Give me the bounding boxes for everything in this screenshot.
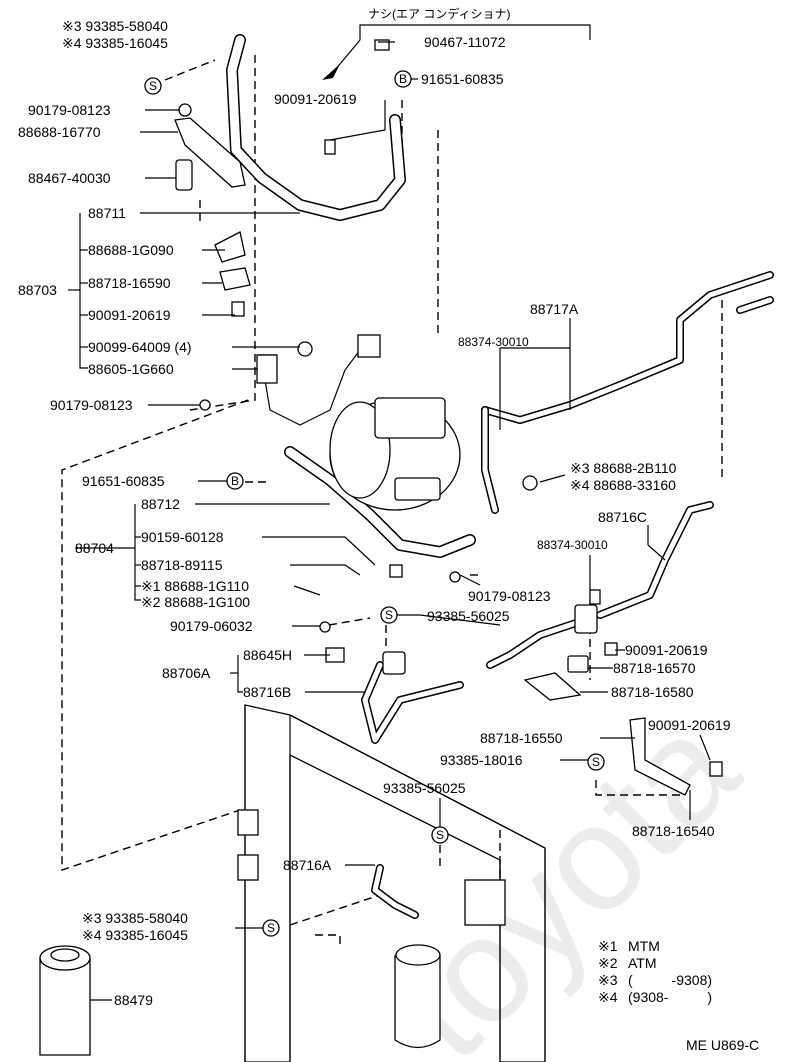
label-88374-30010-b: 88374-30010 (537, 538, 608, 552)
connector-88605-1G660[interactable] (256, 354, 278, 384)
pipe-88717A[interactable] (481, 271, 774, 514)
part-labels: ※3 93385-58040 ※4 93385-16045 90467-1107… (18, 18, 731, 1008)
pipe-88716B[interactable] (361, 661, 464, 744)
label-88688-2B110: ※3 88688-2B110 (570, 460, 677, 476)
label-90467-11072: 90467-11072 (424, 34, 506, 50)
diagram-code: ME U869-C (686, 1037, 759, 1053)
compressor[interactable] (329, 397, 461, 511)
pressure-switch-88645H[interactable] (325, 647, 406, 675)
label-88712: 88712 (141, 496, 180, 512)
label-93385-16045-bot: ※4 93385-16045 (82, 927, 188, 943)
condenser[interactable] (237, 704, 546, 1062)
label-93385-56025-b: 93385-56025 (383, 780, 466, 796)
discharge-hose-88712[interactable] (284, 446, 476, 558)
legend-text-1: MTM (628, 938, 660, 954)
legend-mark-3: ※3 (598, 972, 618, 988)
label-88718-89115: 88718-89115 (141, 557, 223, 573)
bracket-88688-1G090[interactable] (214, 231, 246, 263)
label-91651-60835-mid: 91651-60835 (82, 473, 165, 489)
label-90179-06032: 90179-06032 (170, 618, 253, 634)
legend-mark-1: ※1 (598, 938, 618, 954)
label-88688-33160: ※4 88688-33160 (570, 477, 676, 493)
label-88703: 88703 (18, 282, 57, 298)
clamp-88718-16590[interactable] (219, 267, 251, 291)
suction-hose-88711[interactable] (226, 34, 406, 221)
liquid-line-right[interactable] (736, 296, 774, 314)
legend: ※1 MTM ※2 ATM ※3 ( -9308) ※4 (9308- ) (598, 938, 712, 1005)
label-88718-16540: 88718-16540 (632, 823, 715, 839)
bracket-88718-16550[interactable] (629, 717, 691, 796)
header-note-text: ナシ(エア コンディショナ) (368, 6, 511, 21)
label-90179-08123-c: 90179-08123 (468, 588, 551, 604)
label-90091-20619-a: 90091-20619 (274, 91, 357, 107)
pipe-88716A[interactable] (371, 864, 419, 919)
header-note: ナシ(エア コンディショナ) (322, 6, 591, 80)
cushion-88467-40030[interactable] (175, 159, 193, 191)
b-badges: B B (226, 70, 412, 490)
label-90091-20619-c: 90091-20619 (625, 642, 708, 658)
label-88688-1G110: ※1 88688-1G110 (141, 578, 249, 594)
legend-text-4: (9308- ) (628, 989, 712, 1005)
legend-mark-2: ※2 (598, 955, 618, 971)
s-badge-bottom: S (267, 921, 275, 935)
label-90179-08123-b: 90179-08123 (50, 397, 133, 413)
label-90091-20619-b: 90091-20619 (88, 307, 171, 323)
label-88718-16550: 88718-16550 (480, 730, 563, 746)
label-90091-20619-d: 90091-20619 (648, 717, 731, 733)
label-88605-1G660: 88605-1G660 (88, 361, 174, 377)
label-88467-40030: 88467-40030 (28, 170, 111, 186)
s-badge-56025b: S (436, 828, 444, 842)
s-badges: S S S S S (144, 77, 605, 937)
b-badge-top: B (399, 72, 407, 86)
label-88645H: 88645H (243, 647, 292, 663)
s-badge-top: S (149, 79, 157, 93)
label-90159-60128: 90159-60128 (141, 529, 224, 545)
label-88716C: 88716C (598, 509, 647, 525)
label-88717A: 88717A (530, 301, 579, 317)
label-88718-16580: 88718-16580 (611, 684, 694, 700)
bracket-88688-16770[interactable] (174, 117, 246, 188)
clamp-88718-16580[interactable] (523, 672, 582, 701)
label-93385-16045-top: ※4 93385-16045 (62, 35, 168, 51)
legend-text-2: ATM (628, 955, 657, 971)
label-88711: 88711 (88, 205, 126, 221)
label-91651-60835-top: 91651-60835 (421, 71, 504, 87)
label-88479: 88479 (114, 992, 153, 1008)
label-88716A: 88716A (283, 857, 332, 873)
label-90179-08123-a: 90179-08123 (28, 102, 111, 118)
leader-lines (68, 41, 711, 1001)
label-88704: 88704 (75, 540, 114, 556)
expansion-valve-88716C-joint[interactable] (574, 604, 598, 634)
receiver-drier-88479[interactable] (39, 945, 91, 1056)
label-93385-18016: 93385-18016 (440, 752, 523, 768)
b-badge-mid: B (231, 474, 239, 488)
label-88688-16770: 88688-16770 (18, 124, 101, 140)
label-88718-16590: 88718-16590 (88, 275, 171, 291)
s-badge-56025a: S (385, 608, 393, 622)
receiver-drier[interactable] (394, 944, 441, 1049)
label-88688-1G090: 88688-1G090 (88, 242, 174, 258)
legend-mark-4: ※4 (598, 989, 618, 1005)
label-88688-1G100: ※2 88688-1G100 (141, 594, 250, 610)
label-93385-58040-bot: ※3 93385-58040 (82, 910, 188, 926)
label-93385-56025-a: 93385-56025 (427, 608, 510, 624)
pipe-88716C[interactable] (486, 501, 714, 669)
label-88706A: 88706A (162, 665, 211, 681)
legend-text-3: ( -9308) (628, 972, 712, 988)
label-88718-16570: 88718-16570 (613, 660, 696, 676)
clamp-88718-16570[interactable] (567, 655, 589, 673)
label-90099-64009: 90099-64009 (4) (88, 339, 192, 355)
label-88374-30010-a: 88374-30010 (458, 335, 529, 349)
s-badge-18016: S (592, 755, 600, 769)
label-93385-58040-top: ※3 93385-58040 (62, 18, 168, 34)
label-88716B: 88716B (243, 684, 291, 700)
